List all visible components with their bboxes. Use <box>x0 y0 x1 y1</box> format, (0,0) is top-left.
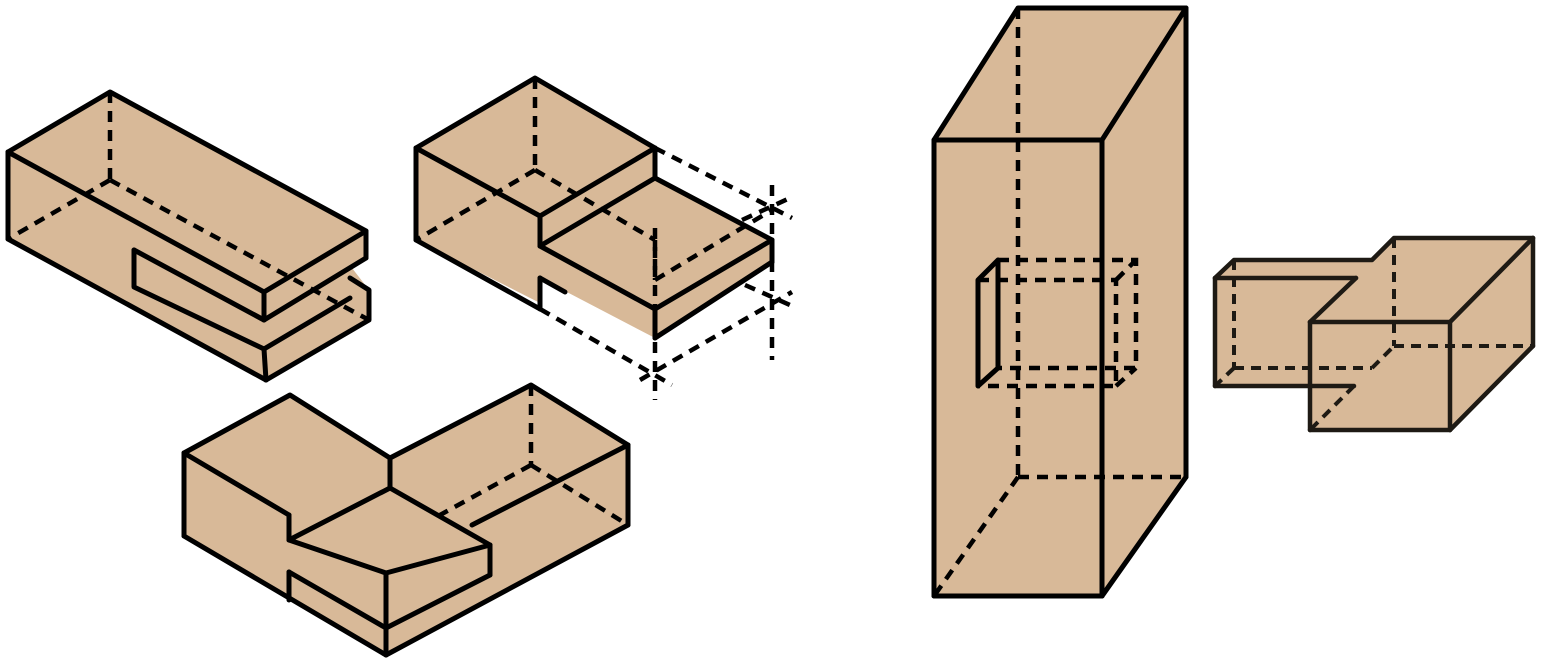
tenon-block <box>413 75 794 400</box>
slotted-block <box>5 89 372 383</box>
assembled-joint <box>181 382 631 658</box>
mortise-post <box>931 5 1189 599</box>
stepped-tenon <box>1212 235 1536 433</box>
